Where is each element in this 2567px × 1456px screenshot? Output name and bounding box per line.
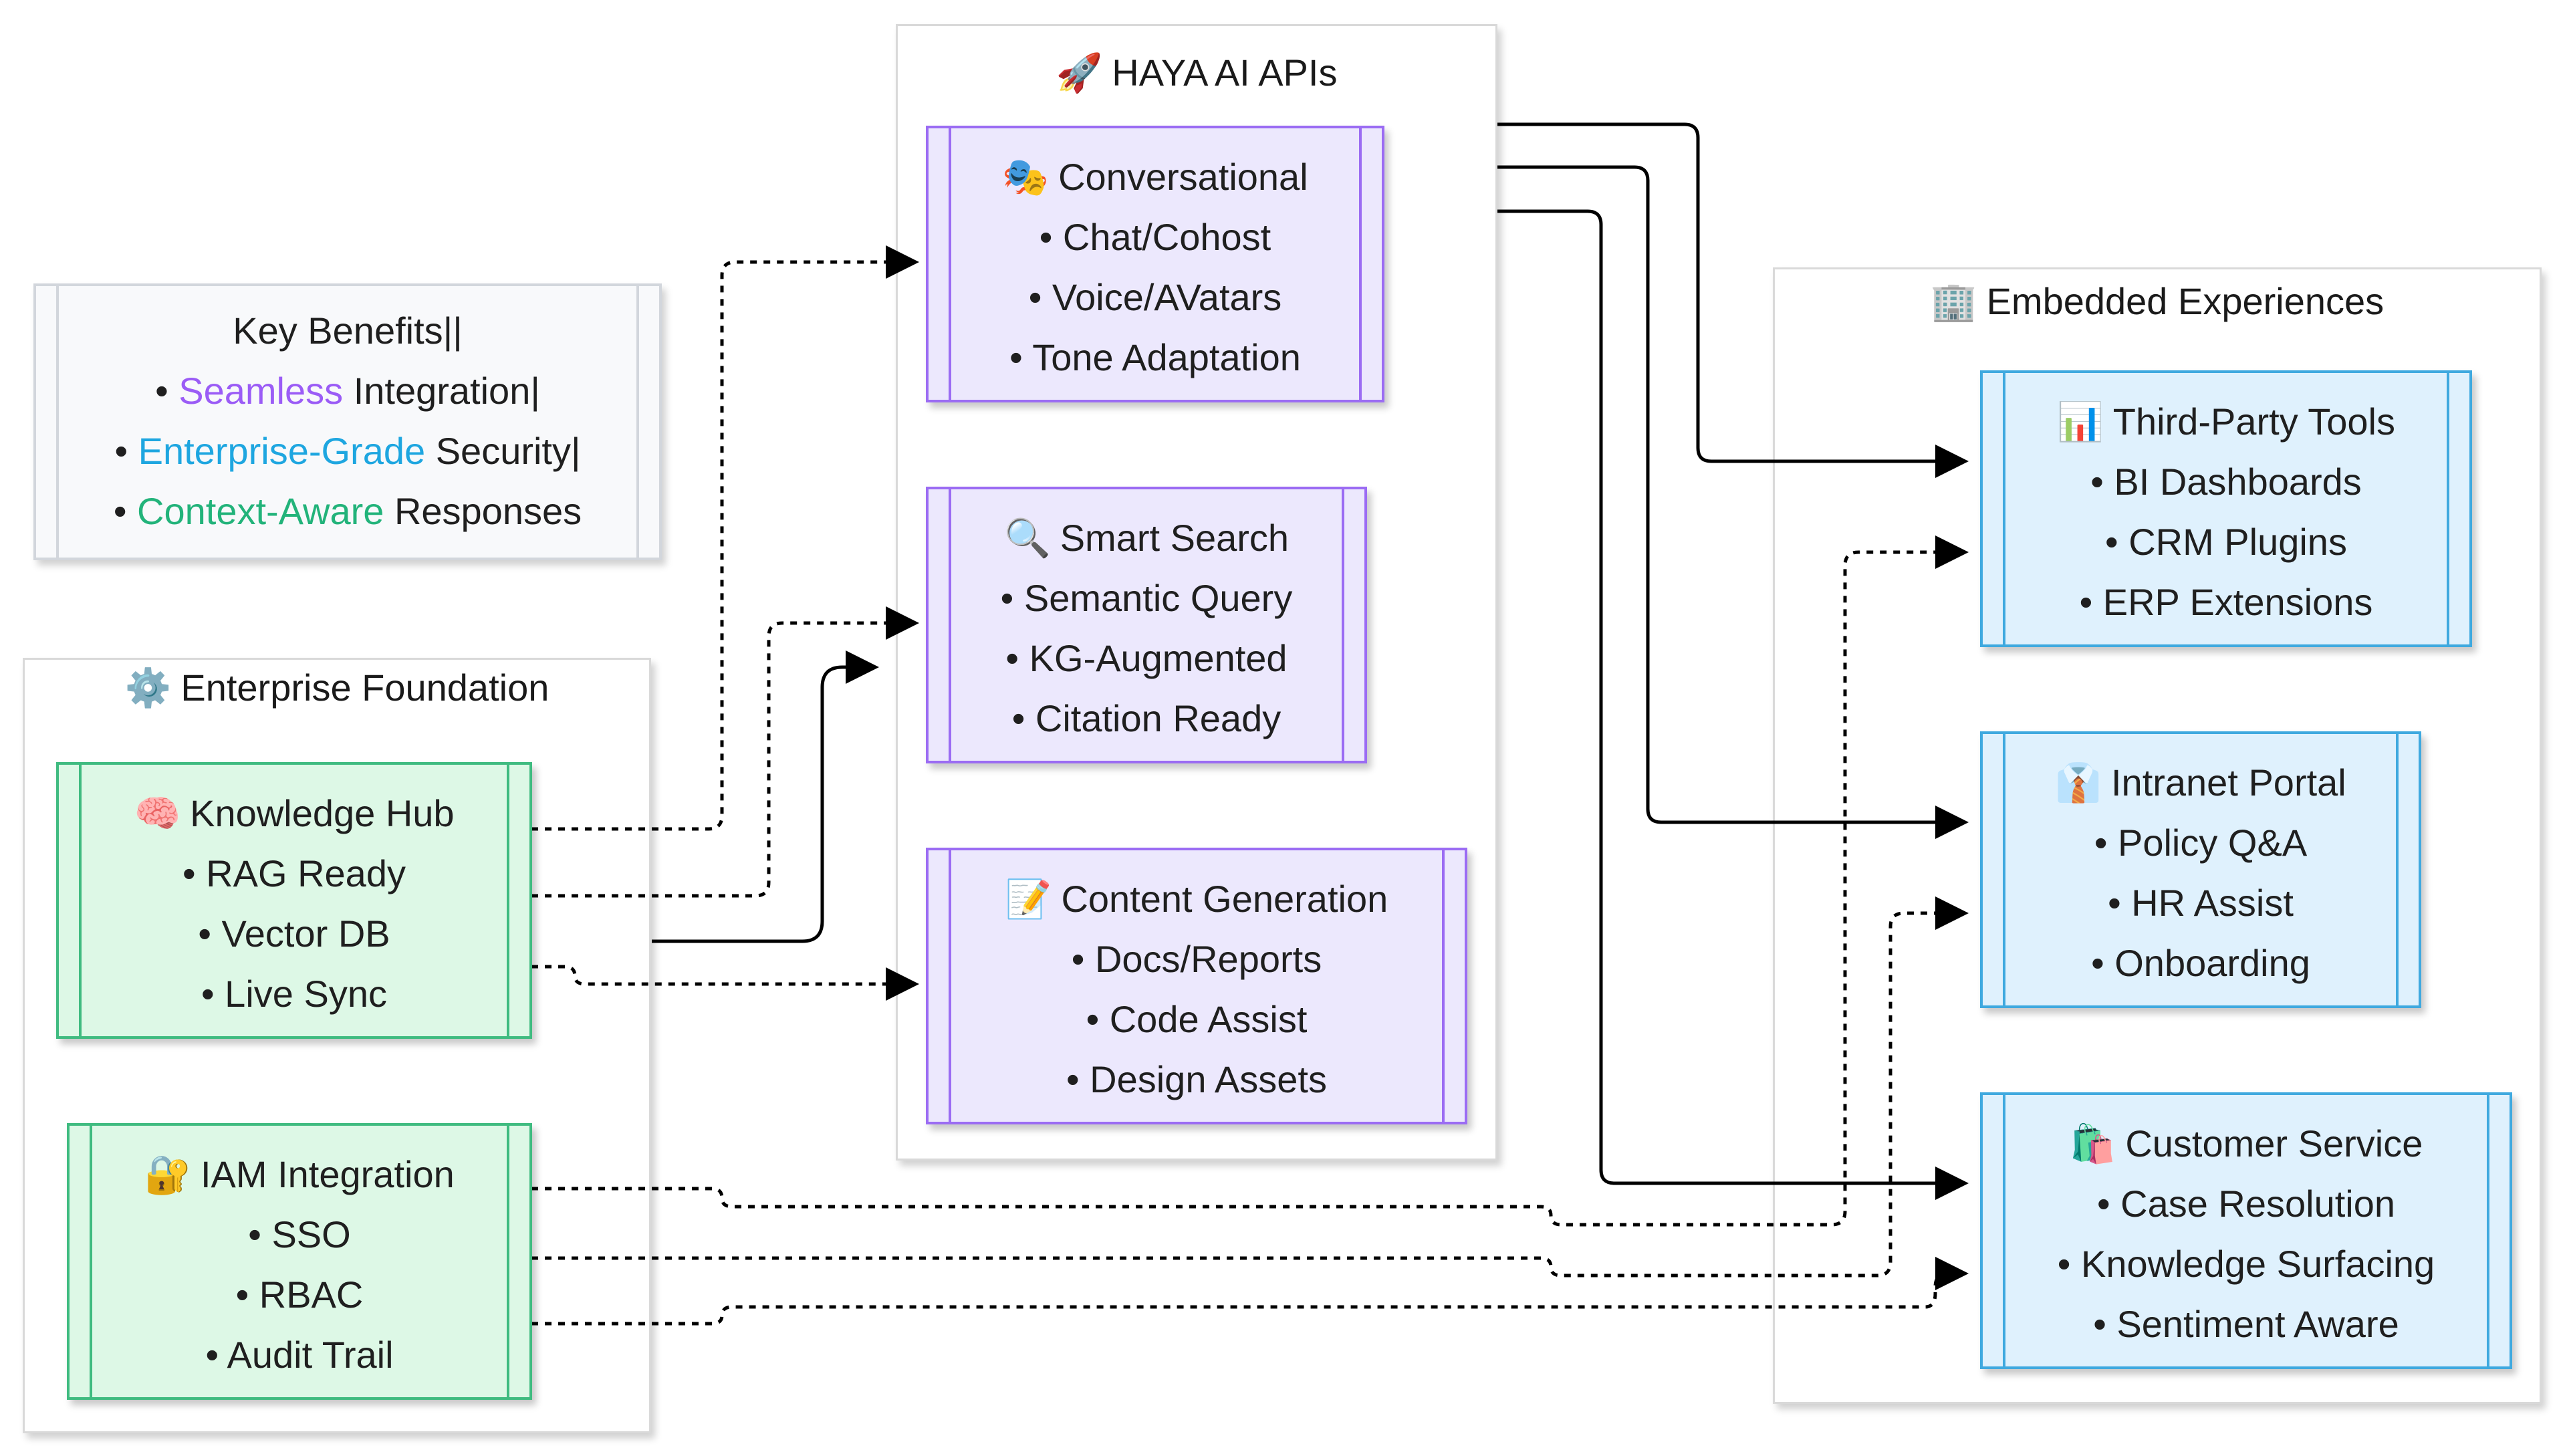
node-knowledge-hub[interactable]: 🧠Knowledge Hub • RAG Ready • Vector DB •… bbox=[56, 762, 532, 1039]
rocket-icon: 🚀 bbox=[1056, 51, 1103, 94]
node-customer-service[interactable]: 🛍️Customer Service • Case Resolution • K… bbox=[1980, 1092, 2512, 1369]
cluster-title-embedded: 🏢Embedded Experiences bbox=[1930, 280, 2385, 322]
list-item: • Vector DB bbox=[198, 913, 390, 955]
edge-iam-to-customer-service bbox=[531, 1257, 1969, 1326]
benefit-enterprise-grade: • Enterprise-Grade Security| bbox=[114, 430, 581, 472]
list-item: • Semantic Query bbox=[1000, 577, 1293, 619]
benefit-seamless: • Seamless Integration| bbox=[155, 370, 540, 412]
list-item: • HR Assist bbox=[2108, 882, 2294, 924]
node-smart-search[interactable]: 🔍Smart Search • Semantic Query • KG-Augm… bbox=[926, 487, 1367, 763]
cluster-title-foundation: ⚙️Enterprise Foundation bbox=[124, 666, 549, 709]
node-iam-integration[interactable]: 🔐IAM Integration • SSO • RBAC • Audit Tr… bbox=[67, 1123, 532, 1400]
node-title: Knowledge Hub bbox=[190, 792, 455, 834]
node-title: Smart Search bbox=[1060, 517, 1290, 559]
key-benefits-note: Key Benefits|| • Seamless Integration| •… bbox=[33, 283, 662, 560]
benefit-context-aware: • Context-Aware Responses bbox=[113, 490, 582, 532]
brain-icon: 🧠 bbox=[134, 792, 181, 834]
node-conversational[interactable]: 🎭Conversational • Chat/Cohost • Voice/AV… bbox=[926, 126, 1384, 402]
list-item: • Live Sync bbox=[201, 973, 387, 1015]
list-item: • Tone Adaptation bbox=[1009, 336, 1301, 378]
list-item: • Design Assets bbox=[1066, 1058, 1327, 1100]
list-item: • Sentiment Aware bbox=[2093, 1303, 2399, 1345]
cluster-title-haya: 🚀HAYA AI APIs bbox=[1056, 51, 1338, 94]
node-third-party-tools[interactable]: 📊Third-Party Tools • BI Dashboards • CRM… bbox=[1980, 370, 2472, 647]
memo-icon: 📝 bbox=[1005, 878, 1052, 920]
list-item: • Case Resolution bbox=[2096, 1183, 2396, 1225]
list-item: • RBAC bbox=[235, 1273, 364, 1316]
node-title: Intranet Portal bbox=[2110, 761, 2346, 804]
list-item: • Docs/Reports bbox=[1071, 938, 1322, 980]
necktie-icon: 👔 bbox=[2055, 761, 2102, 804]
list-item: • Policy Q&A bbox=[2094, 822, 2308, 864]
shopping-bags-icon: 🛍️ bbox=[2069, 1122, 2116, 1165]
list-item: • Onboarding bbox=[2091, 942, 2310, 984]
list-item: • Voice/AVatars bbox=[1028, 276, 1282, 318]
node-title: IAM Integration bbox=[200, 1153, 455, 1195]
list-item: • RAG Ready bbox=[182, 852, 406, 894]
list-item: • SSO bbox=[248, 1213, 351, 1255]
list-item: • ERP Extensions bbox=[2079, 581, 2373, 623]
node-title: Customer Service bbox=[2125, 1122, 2423, 1165]
gear-icon: ⚙️ bbox=[124, 666, 172, 709]
bar-chart-icon: 📊 bbox=[2057, 400, 2104, 443]
edge-knowledge-hub-to-smart-search-solid bbox=[652, 650, 879, 943]
node-title: Conversational bbox=[1058, 156, 1308, 198]
list-item: • Code Assist bbox=[1086, 998, 1308, 1040]
node-title: Content Generation bbox=[1061, 878, 1388, 920]
node-title: Third-Party Tools bbox=[2112, 400, 2395, 443]
list-item: • Knowledge Surfacing bbox=[2057, 1243, 2435, 1285]
list-item: • BI Dashboards bbox=[2090, 461, 2362, 503]
list-item: • KG-Augmented bbox=[1005, 637, 1288, 679]
list-item: • Chat/Cohost bbox=[1039, 216, 1271, 258]
node-content-generation[interactable]: 📝Content Generation • Docs/Reports • Cod… bbox=[926, 848, 1467, 1124]
node-intranet-portal[interactable]: 👔Intranet Portal • Policy Q&A • HR Assis… bbox=[1980, 731, 2421, 1008]
key-benefits-title: Key Benefits|| bbox=[233, 310, 463, 352]
list-item: • CRM Plugins bbox=[2105, 521, 2347, 563]
theater-masks-icon: 🎭 bbox=[1002, 156, 1050, 198]
magnifier-icon: 🔍 bbox=[1003, 517, 1051, 559]
office-building-icon: 🏢 bbox=[1930, 280, 1977, 322]
lock-key-icon: 🔐 bbox=[144, 1153, 191, 1195]
list-item: • Citation Ready bbox=[1011, 697, 1281, 739]
list-item: • Audit Trail bbox=[205, 1334, 394, 1376]
